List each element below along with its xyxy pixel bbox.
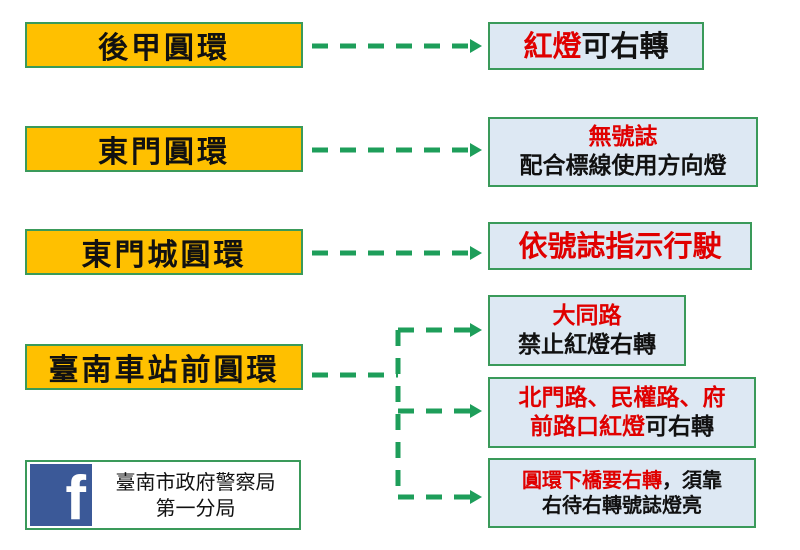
target-box-4: 大同路 禁止紅燈右轉 <box>488 295 686 366</box>
arrowhead-icon <box>470 404 482 418</box>
target-line: 前路口紅燈可右轉 <box>530 413 714 440</box>
facebook-icon: f <box>30 464 92 526</box>
source-label: 東門圓環 <box>98 135 230 170</box>
facebook-credit: f 臺南市政府警察局 第一分局 <box>25 460 301 530</box>
target-line: 右待右轉號誌燈亮 <box>542 493 702 517</box>
credit-text: 臺南市政府警察局 第一分局 <box>92 469 299 521</box>
arrowhead-icon <box>470 143 482 157</box>
target-line: 大同路 <box>552 302 622 329</box>
source-box-tainan-station: 臺南車站前圓環 <box>25 344 303 390</box>
target-box-3: 依號誌指示行駛 <box>488 222 752 270</box>
target-box-2: 無號誌 配合標線使用方向燈 <box>488 117 758 187</box>
target-box-5: 北門路、民權路、府 前路口紅燈可右轉 <box>488 377 756 448</box>
arrowhead-icon <box>470 39 482 53</box>
arrowhead-icon <box>470 490 482 504</box>
target-line: 圓環下橋要右轉，須靠 <box>522 468 722 492</box>
source-box-dongmen: 東門圓環 <box>25 126 303 172</box>
target-box-1: 紅燈可右轉 <box>488 22 704 70</box>
arrowhead-icon <box>470 246 482 260</box>
target-line: 北門路、民權路、府 <box>518 384 726 411</box>
source-box-houjia: 後甲圓環 <box>25 22 303 68</box>
arrowhead-icon <box>470 323 482 337</box>
target-line: 無號誌 <box>588 124 658 151</box>
source-label: 臺南車站前圓環 <box>48 353 280 388</box>
target-line: 禁止紅燈右轉 <box>518 331 656 358</box>
target-line: 依號誌指示行駛 <box>518 228 722 263</box>
target-box-6: 圓環下橋要右轉，須靠 右待右轉號誌燈亮 <box>488 458 756 528</box>
credit-line1: 臺南市政府警察局 <box>115 470 276 494</box>
source-label: 後甲圓環 <box>98 31 230 66</box>
target-line: 紅燈可右轉 <box>523 28 669 63</box>
source-label: 東門城圓環 <box>81 238 247 273</box>
source-box-dongmencheng: 東門城圓環 <box>25 229 303 275</box>
credit-line2: 第一分局 <box>155 496 236 520</box>
target-line: 配合標線使用方向燈 <box>519 153 727 179</box>
